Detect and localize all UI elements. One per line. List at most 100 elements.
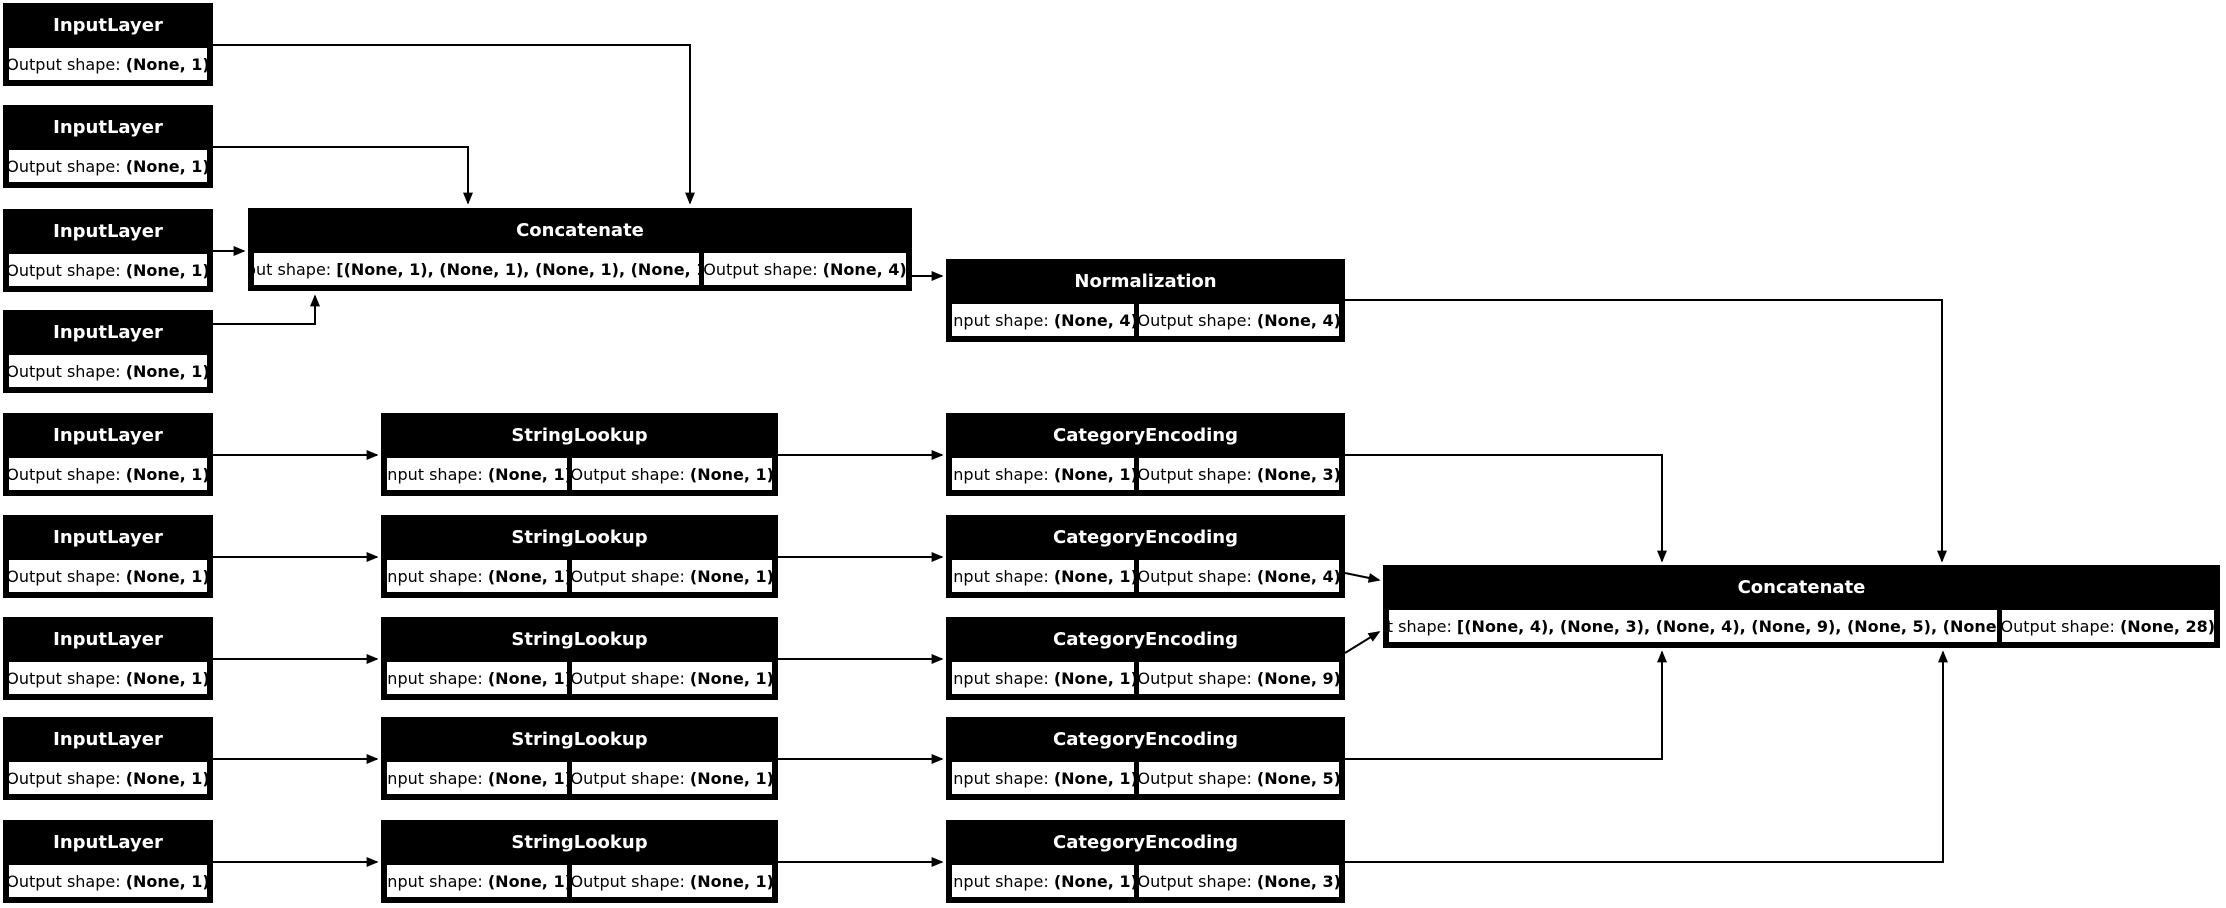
edge-catencoding5-to-concat2 [1345, 650, 1948, 863]
output-shape-cell: Output shape: (None, 4) [1138, 303, 1340, 337]
input-shape-label: Input shape: [386, 871, 488, 891]
input-shape-label: Input shape: [386, 464, 488, 484]
shape-cells: Output shape: (None, 1) [8, 253, 208, 287]
output-shape-value: (None, 4) [1256, 566, 1340, 586]
shape-cells: Input shape: (None, 1) Output shape: (No… [386, 661, 773, 695]
input-shape-value: (None, 1) [1053, 668, 1136, 688]
node-category-encoding-1: CategoryEncoding Input shape: (None, 1) … [946, 413, 1345, 496]
output-shape-label: Output shape: [703, 259, 823, 279]
input-shape-value: (None, 1) [1053, 464, 1136, 484]
output-shape-value: (None, 3) [1256, 871, 1340, 891]
output-shape-label: Output shape: [8, 260, 126, 280]
input-shape-label: Input shape: [951, 768, 1054, 788]
layer-title: CategoryEncoding [1053, 629, 1238, 650]
input-shape-label: Input shape: [951, 464, 1054, 484]
shape-cells: Input shape: (None, 4) Output shape: (No… [951, 303, 1340, 337]
layer-title: StringLookup [511, 832, 648, 853]
output-shape-value: (None, 1) [125, 566, 208, 586]
layer-title: InputLayer [53, 527, 163, 548]
input-shape-value: (None, 1) [487, 871, 569, 891]
shape-cells: Input shape: (None, 1) Output shape: (No… [386, 864, 773, 898]
node-category-encoding-2: CategoryEncoding Input shape: (None, 1) … [946, 515, 1345, 598]
shape-cells: Input shape: (None, 1) Output shape: (No… [951, 761, 1340, 795]
output-shape-cell: Output shape: (None, 1) [571, 457, 773, 491]
output-shape-value: (None, 1) [125, 361, 208, 381]
layer-title: InputLayer [53, 15, 163, 36]
input-shape-cell: Input shape: (None, 1) [951, 761, 1136, 795]
layer-title: CategoryEncoding [1053, 425, 1238, 446]
output-shape-cell: Output shape: (None, 1) [571, 559, 773, 593]
shape-cells: Input shape: [(None, 1), (None, 1), (Non… [253, 252, 907, 286]
output-shape-label: Output shape: [8, 566, 126, 586]
edge-input2-to-concat1 [213, 146, 473, 205]
layer-title: InputLayer [53, 117, 163, 138]
output-shape-label: Output shape: [571, 768, 690, 788]
output-shape-value: (None, 1) [125, 871, 208, 891]
output-shape-value: (None, 1) [125, 54, 208, 74]
output-shape-cell: Output shape: (None, 1) [8, 47, 208, 81]
shape-cells: Output shape: (None, 1) [8, 864, 208, 898]
edge-catencoding1-to-concat2 [1345, 454, 1667, 563]
shape-cells: Output shape: (None, 1) [8, 559, 208, 593]
output-shape-value: (None, 1) [125, 768, 208, 788]
shape-cells: Output shape: (None, 1) [8, 761, 208, 795]
output-shape-label: Output shape: [8, 156, 126, 176]
input-shape-value: [(None, 1), (None, 1), (None, 1), (None,… [336, 259, 700, 279]
output-shape-value: (None, 1) [125, 260, 208, 280]
output-shape-value: (None, 1) [689, 464, 773, 484]
input-shape-label: Input shape: [386, 768, 488, 788]
output-shape-cell: Output shape: (None, 1) [8, 354, 208, 388]
output-shape-cell: Output shape: (None, 4) [702, 252, 907, 286]
input-shape-label: Input shape: [386, 566, 488, 586]
output-shape-label: Output shape: [8, 768, 126, 788]
input-shape-value: (None, 1) [1053, 768, 1136, 788]
node-input-layer-7: InputLayer Output shape: (None, 1) [3, 617, 213, 700]
output-shape-label: Output shape: [1138, 566, 1257, 586]
output-shape-cell: Output shape: (None, 1) [8, 149, 208, 183]
input-shape-cell: Input shape: (None, 1) [386, 761, 569, 795]
input-shape-label: Input shape: [951, 566, 1054, 586]
layer-title: CategoryEncoding [1053, 527, 1238, 548]
output-shape-label: Output shape: [8, 464, 126, 484]
input-shape-label: Input shape: [254, 259, 332, 279]
input-shape-value: (None, 1) [487, 566, 569, 586]
input-shape-cell: Input shape: (None, 1) [386, 864, 569, 898]
input-shape-label: Input shape: [386, 668, 488, 688]
layer-title: CategoryEncoding [1053, 729, 1238, 750]
input-shape-cell: Input shape: (None, 1) [951, 457, 1136, 491]
node-input-layer-4: InputLayer Output shape: (None, 1) [3, 310, 213, 393]
shape-cells: Input shape: (None, 1) Output shape: (No… [951, 864, 1340, 898]
input-shape-label: Input shape: [951, 668, 1054, 688]
output-shape-label: Output shape: [571, 464, 690, 484]
node-category-encoding-4: CategoryEncoding Input shape: (None, 1) … [946, 717, 1345, 800]
edge-input1-to-concat1 [213, 44, 695, 205]
edge-catencoding2-to-concat2 [1344, 572, 1381, 583]
input-shape-cell: Input shape: (None, 4) [951, 303, 1136, 337]
layer-title: InputLayer [53, 729, 163, 750]
input-shape-cell: Input shape: (None, 1) [951, 661, 1136, 695]
node-string-lookup-2: StringLookup Input shape: (None, 1) Outp… [381, 515, 778, 598]
input-shape-value: (None, 1) [487, 464, 569, 484]
output-shape-label: Output shape: [1138, 768, 1257, 788]
output-shape-value: (None, 1) [689, 566, 773, 586]
layer-title: InputLayer [53, 629, 163, 650]
edge-input4-to-concat1 [213, 294, 320, 325]
shape-cells: Input shape: (None, 1) Output shape: (No… [386, 559, 773, 593]
output-shape-cell: Output shape: (None, 1) [8, 864, 208, 898]
input-shape-label: Input shape: [1389, 616, 1452, 636]
input-shape-cell: Input shape: (None, 1) [951, 559, 1136, 593]
layer-title: InputLayer [53, 322, 163, 343]
input-shape-cell: Input shape: [(None, 1), (None, 1), (Non… [253, 252, 700, 286]
node-category-encoding-3: CategoryEncoding Input shape: (None, 1) … [946, 617, 1345, 700]
shape-cells: Output shape: (None, 1) [8, 149, 208, 183]
input-shape-cell: Input shape: (None, 1) [386, 457, 569, 491]
node-string-lookup-1: StringLookup Input shape: (None, 1) Outp… [381, 413, 778, 496]
input-shape-cell: Input shape: (None, 1) [951, 864, 1136, 898]
input-shape-cell: Input shape: (None, 1) [386, 559, 569, 593]
node-input-layer-5: InputLayer Output shape: (None, 1) [3, 413, 213, 496]
output-shape-value: (None, 1) [689, 768, 773, 788]
output-shape-cell: Output shape: (None, 3) [1138, 864, 1340, 898]
shape-cells: Output shape: (None, 1) [8, 354, 208, 388]
output-shape-value: (None, 1) [125, 464, 208, 484]
